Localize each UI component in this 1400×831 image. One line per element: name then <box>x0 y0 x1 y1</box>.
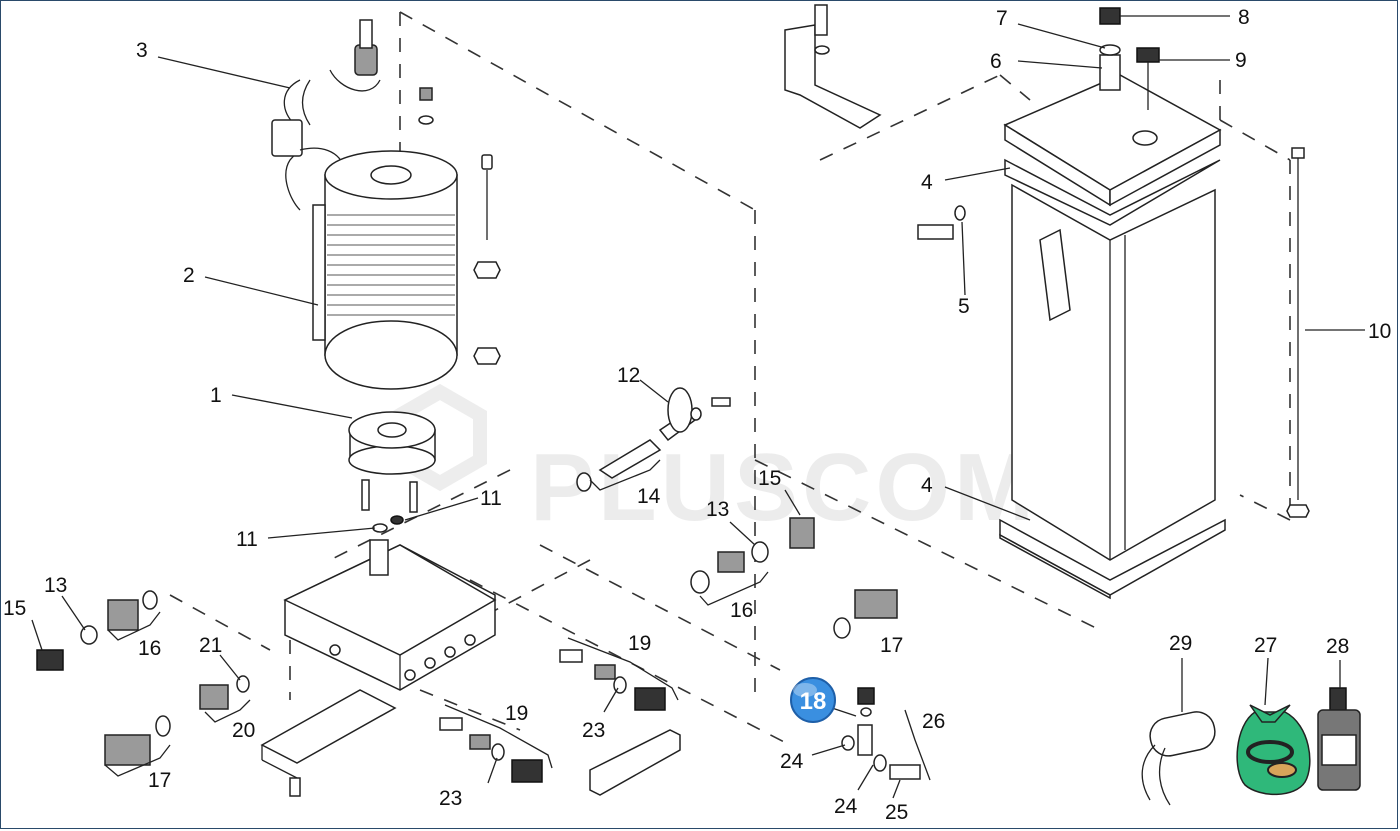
motor-assembly <box>271 19 501 390</box>
tank-assembly <box>784 4 1310 600</box>
callout-13-right: 13 <box>706 498 729 521</box>
leader-lines <box>31 15 1365 799</box>
callout-26: 26 <box>922 710 945 733</box>
callout-17-right: 17 <box>880 634 903 657</box>
capacitor-icon <box>1141 711 1216 806</box>
callout-27: 27 <box>1254 634 1277 657</box>
callout-8: 8 <box>1238 6 1250 29</box>
callout-15-right: 15 <box>758 467 781 490</box>
callout-19-upper: 19 <box>628 632 651 655</box>
callout-23-lower: 23 <box>439 787 462 810</box>
seal-kit-bag-icon <box>1236 704 1311 796</box>
callout-4-top: 4 <box>921 171 933 194</box>
callout-2: 2 <box>183 264 195 287</box>
highlighted-part-badge[interactable]: 18 <box>790 677 857 723</box>
callout-11-right: 11 <box>480 487 502 510</box>
callout-labels: 3 2 1 4 4 5 6 7 8 9 10 11 11 12 13 13 14… <box>3 6 1391 824</box>
callout-9: 9 <box>1235 49 1247 72</box>
accessories <box>1141 687 1361 806</box>
callout-21: 21 <box>199 634 222 657</box>
callout-1: 1 <box>210 384 222 407</box>
callout-24-lower: 24 <box>834 795 858 818</box>
callout-29: 29 <box>1169 632 1192 655</box>
callout-7: 7 <box>996 7 1008 30</box>
callout-11-left: 11 <box>236 528 258 551</box>
oil-bottle-icon <box>1317 687 1361 791</box>
callout-28: 28 <box>1326 635 1349 658</box>
callout-23-upper: 23 <box>582 719 605 742</box>
callout-12: 12 <box>617 364 640 387</box>
watermark-text: PLUSCOM <box>530 434 1038 541</box>
callout-15-left: 15 <box>3 597 26 620</box>
flange-part <box>348 411 436 533</box>
callout-16-left: 16 <box>138 637 161 660</box>
callout-6: 6 <box>990 50 1002 73</box>
callout-4-bottom: 4 <box>921 474 933 497</box>
callout-5: 5 <box>958 295 970 318</box>
small-parts <box>36 387 921 796</box>
callout-24-left: 24 <box>780 750 804 773</box>
highlighted-part-number: 18 <box>800 688 827 715</box>
callout-13-left: 13 <box>44 574 67 597</box>
callout-16-right: 16 <box>730 599 753 622</box>
callout-3: 3 <box>136 39 148 62</box>
callout-17-left: 17 <box>148 769 171 792</box>
callout-25: 25 <box>885 801 908 824</box>
pump-base-block <box>260 539 497 797</box>
callout-20: 20 <box>232 719 255 742</box>
callout-14: 14 <box>637 485 661 508</box>
callout-19-lower: 19 <box>505 702 528 725</box>
callout-10: 10 <box>1368 320 1391 343</box>
